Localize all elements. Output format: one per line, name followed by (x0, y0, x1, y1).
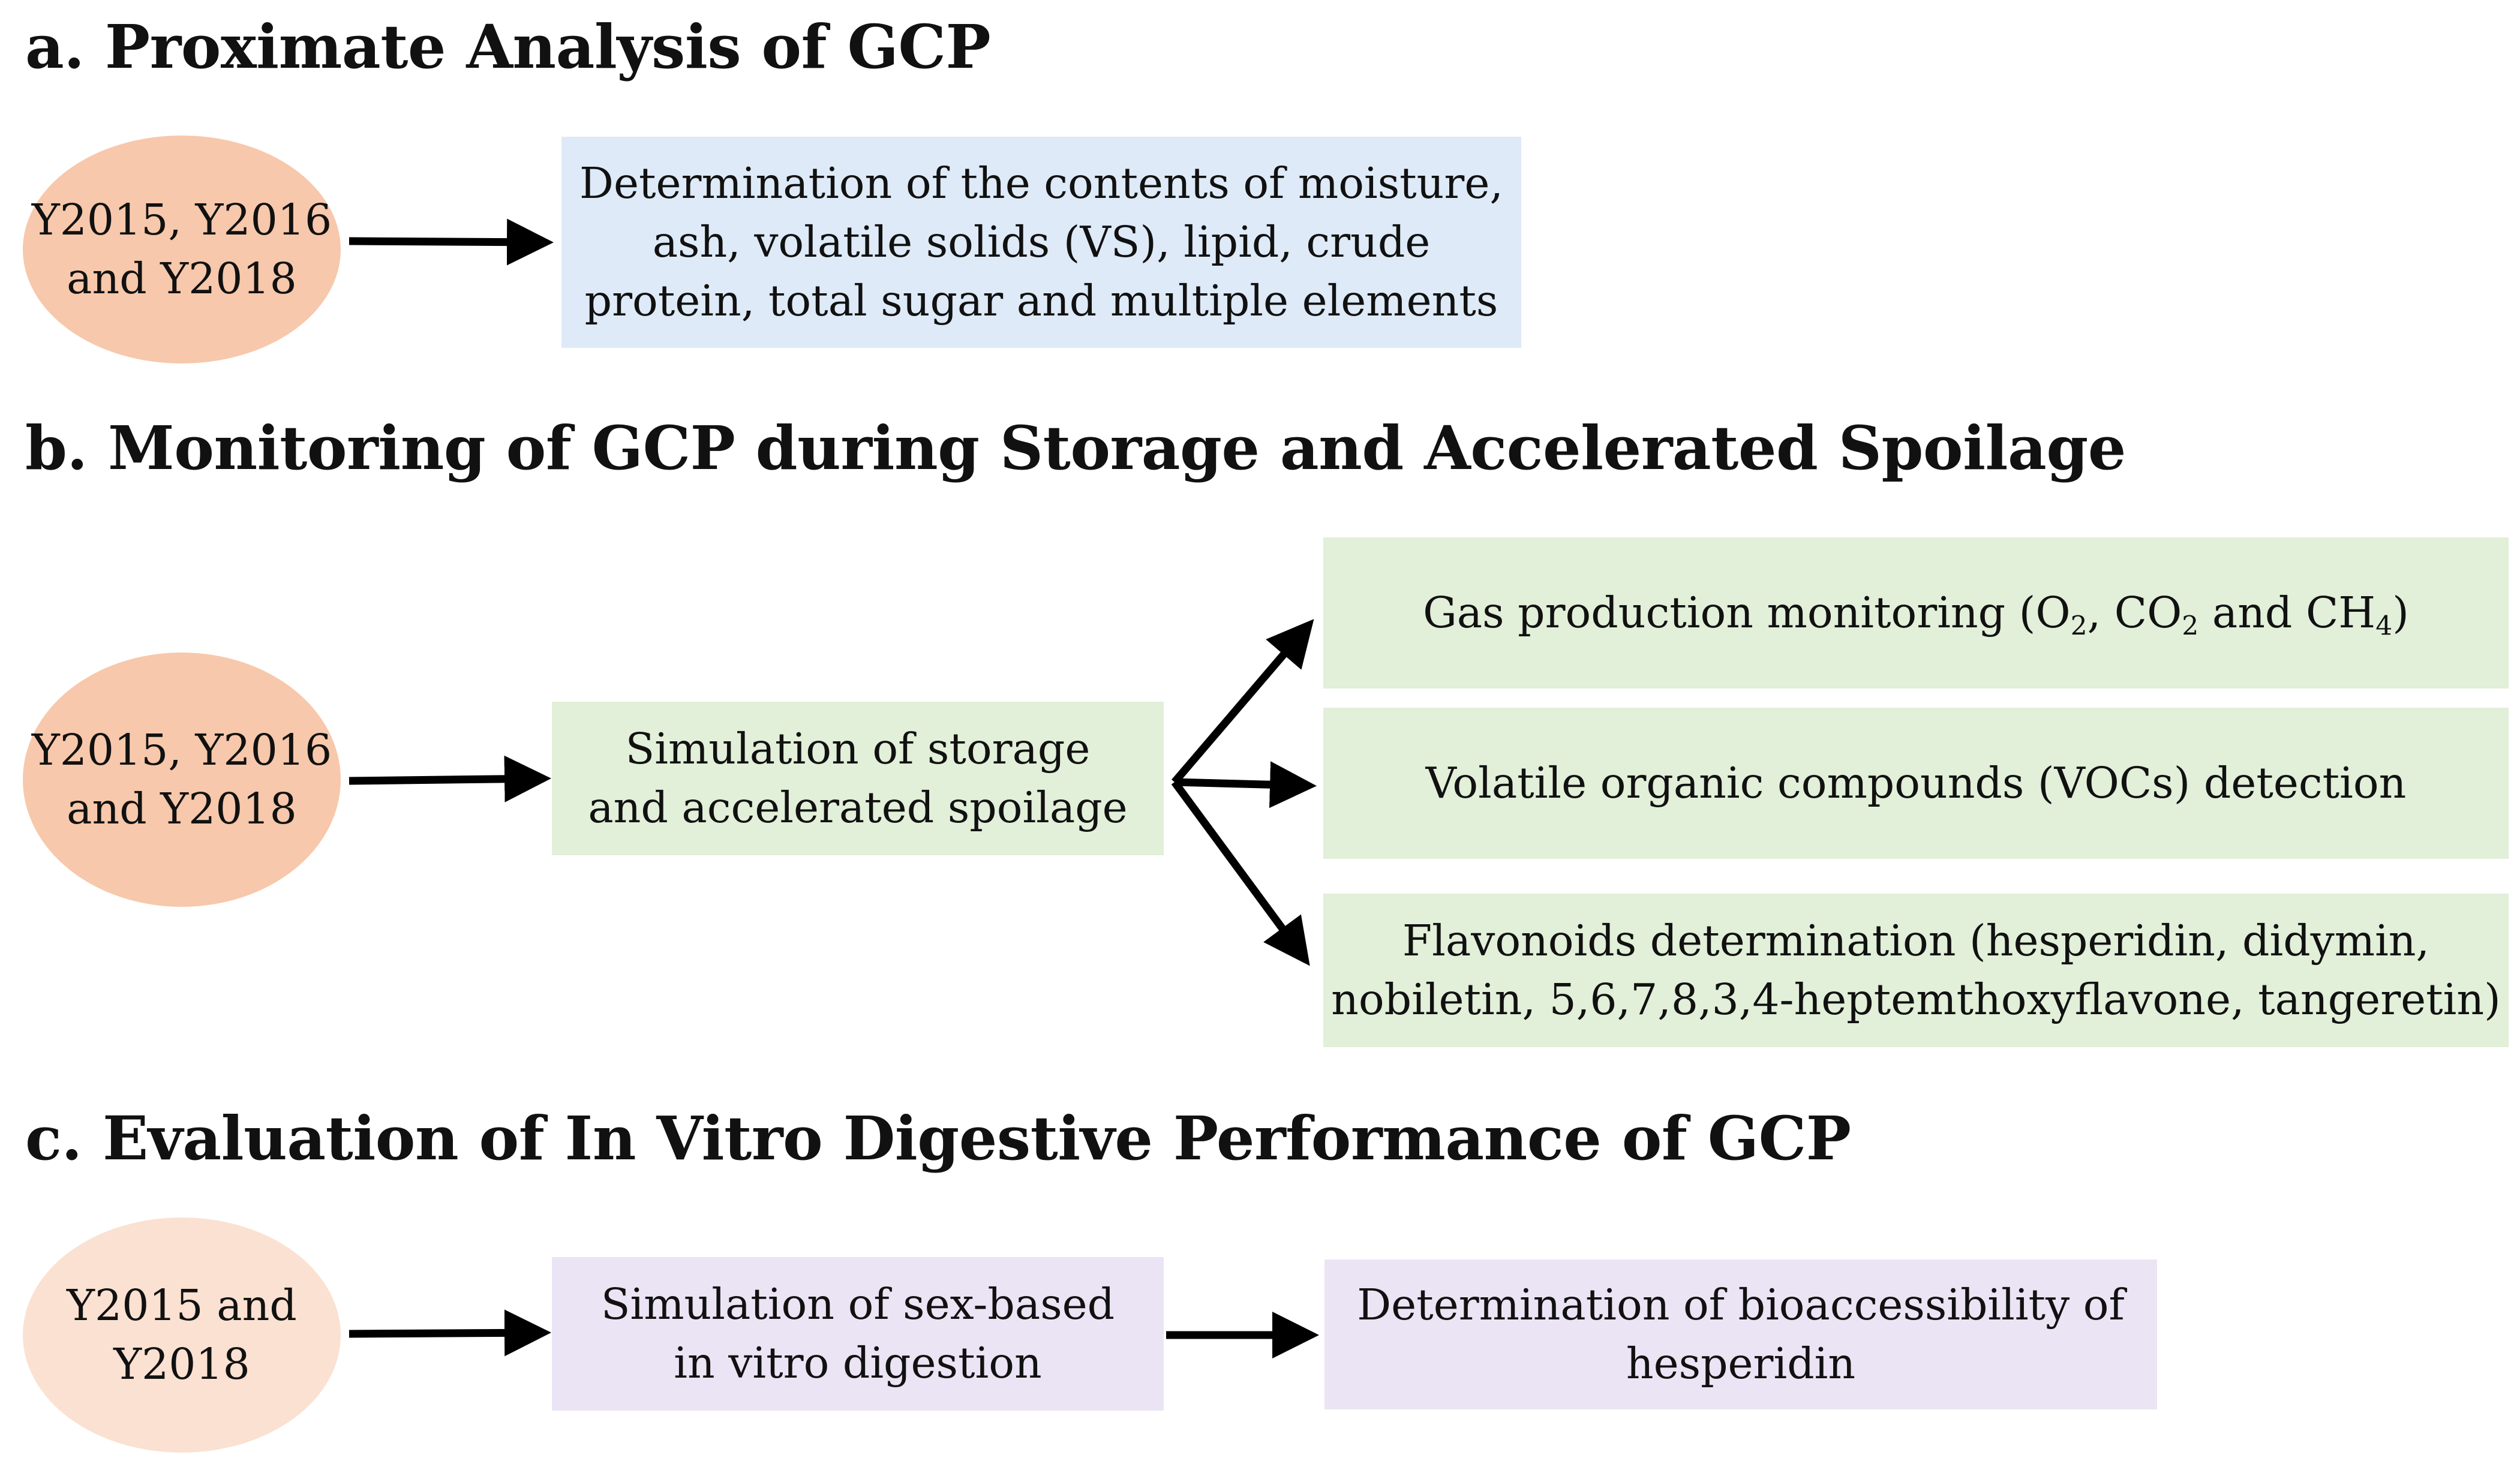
arrow-b-simulation-to-gas (1172, 619, 1314, 785)
arrow-b-simulation-to-flavonoids (1171, 780, 1310, 966)
bioaccessibility-box: Determination of bioaccessibility of hes… (1324, 1259, 2157, 1409)
voc-detection-label: Volatile organic compounds (VOCs) detect… (1425, 758, 2407, 808)
section-a-source-line2: and Y2018 (67, 254, 297, 303)
gas-monitoring-box: Gas production monitoring (O2, CO2 and C… (1323, 537, 2509, 689)
section-a-source-line1: Y2015, Y2016 (31, 195, 332, 245)
section-b-source-ellipse: Y2015, Y2016 and Y2018 (23, 653, 341, 907)
digestion-simulation-line2: in vitro digestion (674, 1338, 1042, 1388)
section-c-source-line1: Y2015 and (67, 1280, 297, 1330)
flavonoids-line1: Flavonoids determination (hesperidin, di… (1402, 916, 2430, 966)
digestion-simulation-line1: Simulation of sex-based (600, 1279, 1115, 1329)
digestion-simulation-box: Simulation of sex-based in vitro digesti… (552, 1257, 1164, 1411)
gas-monitoring-label: Gas production monitoring (O2, CO2 and C… (1423, 588, 2409, 642)
storage-simulation-line2: and accelerated spoilage (588, 783, 1128, 832)
storage-simulation-box: Simulation of storage and accelerated sp… (552, 702, 1164, 855)
section-a-heading: a. Proximate Analysis of GCP (25, 11, 991, 82)
section-c-heading: c. Evaluation of In Vitro Digestive Perf… (25, 1103, 1851, 1174)
proximate-analysis-line2: ash, volatile solids (VS), lipid, crude (652, 217, 1431, 267)
arrow-b-source-to-simulation (349, 755, 551, 802)
flavonoids-box: Flavonoids determination (hesperidin, di… (1323, 894, 2509, 1047)
section-b-source-line1: Y2015, Y2016 (31, 725, 332, 775)
section-a-source-ellipse: Y2015, Y2016 and Y2018 (23, 136, 341, 363)
proximate-analysis-line3: protein, total sugar and multiple elemen… (584, 276, 1498, 326)
arrow-c-source-to-simulation (349, 1309, 551, 1357)
proximate-analysis-box: Determination of the contents of moistur… (561, 137, 1521, 348)
section-c-source-line2: Y2018 (113, 1339, 250, 1389)
section-c-source-ellipse: Y2015 and Y2018 (23, 1218, 341, 1453)
section-b-heading: b. Monitoring of GCP during Storage and … (25, 413, 2126, 483)
flavonoids-line2: nobiletin, 5,6,7,8,3,4-heptemthoxyflavon… (1331, 975, 2501, 1024)
bioaccessibility-line2: hesperidin (1626, 1339, 1856, 1388)
bioaccessibility-line1: Determination of bioaccessibility of (1357, 1280, 2125, 1330)
section-b-source-line2: and Y2018 (67, 784, 297, 834)
voc-detection-box: Volatile organic compounds (VOCs) detect… (1323, 708, 2509, 859)
arrow-a-source-to-analysis (349, 218, 554, 266)
proximate-analysis-line1: Determination of the contents of moistur… (579, 158, 1503, 208)
arrow-b-simulation-to-voc (1174, 761, 1317, 808)
storage-simulation-line1: Simulation of storage (625, 724, 1091, 774)
